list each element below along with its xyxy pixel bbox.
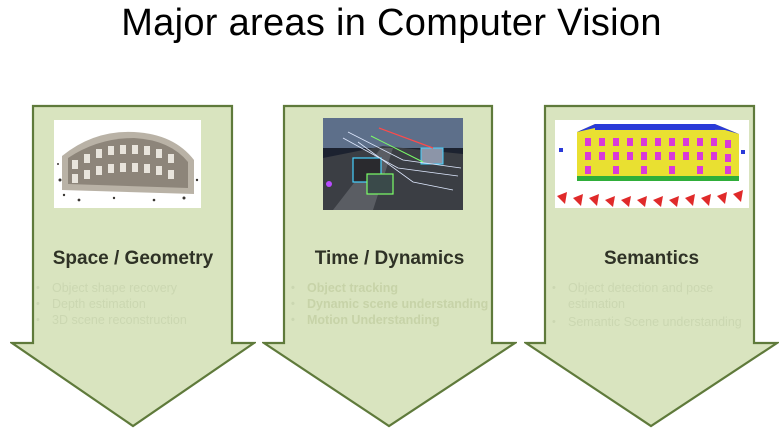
bullet-text: Motion Understanding (307, 313, 440, 327)
arrow-time-dynamics: Time / Dynamics •Object tracking •Dynami… (262, 104, 517, 430)
slide-title: Major areas in Computer Vision (121, 2, 662, 44)
bullet-text: Semantic Scene understanding (568, 315, 742, 329)
bullet-text: Object detection and pose estimation (568, 281, 714, 311)
semantic-building-image (555, 120, 749, 208)
column-heading: Semantics (603, 248, 700, 269)
highway-tracking-image (323, 118, 463, 210)
list-item: •Object shape recovery (36, 281, 178, 295)
bullet-list: •Object shape recovery •Depth estimation… (34, 280, 244, 328)
list-item: •Depth estimation (36, 297, 146, 311)
bullet-text: Depth estimation (52, 297, 146, 311)
arrow-semantics: Semantics •Object detection and pose est… (524, 104, 779, 430)
list-item: •Object detection and pose estimation (552, 281, 714, 311)
bullet-text: Dynamic scene understanding (307, 297, 489, 311)
list-item: •Object tracking (291, 281, 398, 295)
list-item: •Dynamic scene understanding (291, 297, 489, 311)
bullet-list: •Object detection and pose estimation •S… (550, 280, 755, 330)
column-heading: Space / Geometry (52, 248, 214, 269)
bullet-text: Object tracking (307, 281, 398, 295)
list-item: •Motion Understanding (291, 313, 440, 327)
arrow-space-geometry: Space / Geometry •Object shape recovery … (10, 104, 256, 430)
list-item: •Semantic Scene understanding (552, 315, 742, 329)
bullet-text: Object shape recovery (52, 281, 178, 295)
colosseum-image (54, 120, 201, 208)
column-heading: Time / Dynamics (314, 248, 465, 269)
bullet-list: •Object tracking •Dynamic scene understa… (289, 280, 509, 328)
bullet-text: 3D scene reconstruction (52, 313, 187, 327)
list-item: •3D scene reconstruction (36, 313, 187, 327)
